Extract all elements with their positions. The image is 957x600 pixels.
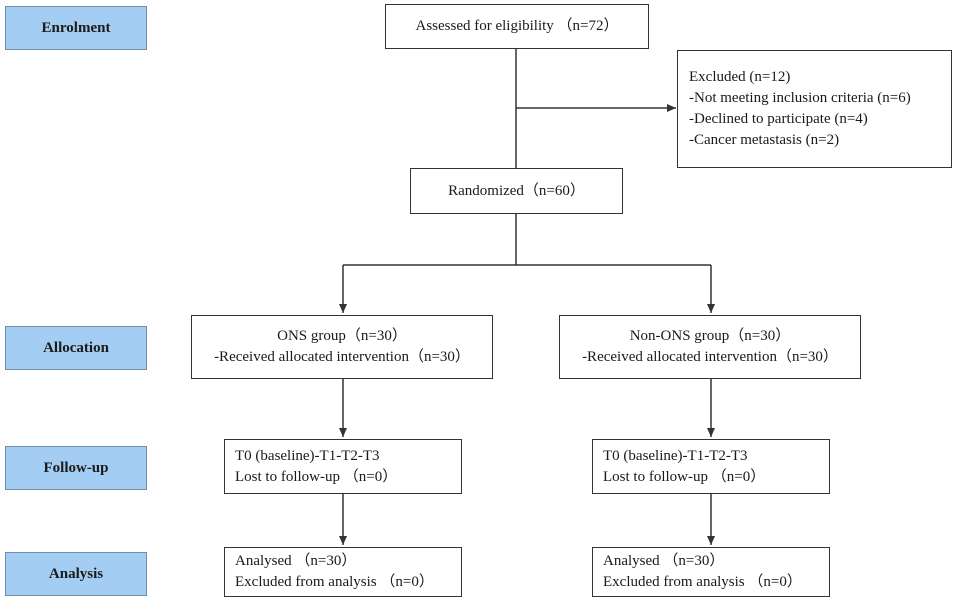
- assessed-text: Assessed for eligibility （n=72）: [415, 18, 619, 34]
- excluded-box: Excluded (n=12) -Not meeting inclusion c…: [677, 50, 952, 168]
- non-ons-group-title: Non-ONS group（n=30）: [629, 328, 791, 344]
- excluded-reason: -Declined to participate (n=4): [689, 111, 868, 127]
- ons-excluded-analysis: Excluded from analysis （n=0）: [235, 574, 434, 590]
- non-ons-lost: Lost to follow-up （n=0）: [603, 468, 766, 485]
- non-ons-group-box: Non-ONS group（n=30） -Received allocated …: [559, 315, 861, 379]
- ons-received: -Received allocated intervention（n=30）: [214, 349, 470, 365]
- excluded-reason: -Not meeting inclusion criteria (n=6): [689, 90, 911, 106]
- stage-label-follow-up: Follow-up: [5, 446, 147, 490]
- non-ons-followup-time: T0 (baseline)-T1-T2-T3: [603, 447, 748, 464]
- ons-group-title: ONS group（n=30）: [277, 328, 407, 344]
- ons-followup-box: T0 (baseline)-T1-T2-T3 Lost to follow-up…: [224, 439, 462, 494]
- randomized-text: Randomized（n=60）: [448, 182, 585, 199]
- ons-lost: Lost to follow-up （n=0）: [235, 468, 398, 485]
- ons-followup-time: T0 (baseline)-T1-T2-T3: [235, 447, 380, 464]
- stage-label-analysis: Analysis: [5, 552, 147, 596]
- non-ons-excluded-analysis: Excluded from analysis （n=0）: [603, 574, 802, 590]
- stage-label-allocation: Allocation: [5, 326, 147, 370]
- excluded-title: Excluded (n=12): [689, 69, 791, 85]
- excluded-reason: -Cancer metastasis (n=2): [689, 132, 840, 148]
- ons-analysis-box: Analysed （n=30） Excluded from analysis （…: [224, 547, 462, 597]
- ons-group-box: ONS group（n=30） -Received allocated inte…: [191, 315, 493, 379]
- non-ons-followup-box: T0 (baseline)-T1-T2-T3 Lost to follow-up…: [592, 439, 830, 494]
- stage-label-enrolment: Enrolment: [5, 6, 147, 50]
- non-ons-analysed: Analysed （n=30）: [603, 553, 725, 569]
- ons-analysed: Analysed （n=30）: [235, 553, 357, 569]
- randomized-box: Randomized（n=60）: [410, 168, 623, 214]
- non-ons-analysis-box: Analysed （n=30） Excluded from analysis （…: [592, 547, 830, 597]
- non-ons-received: -Received allocated intervention（n=30）: [582, 349, 838, 365]
- assessed-box: Assessed for eligibility （n=72）: [385, 4, 649, 49]
